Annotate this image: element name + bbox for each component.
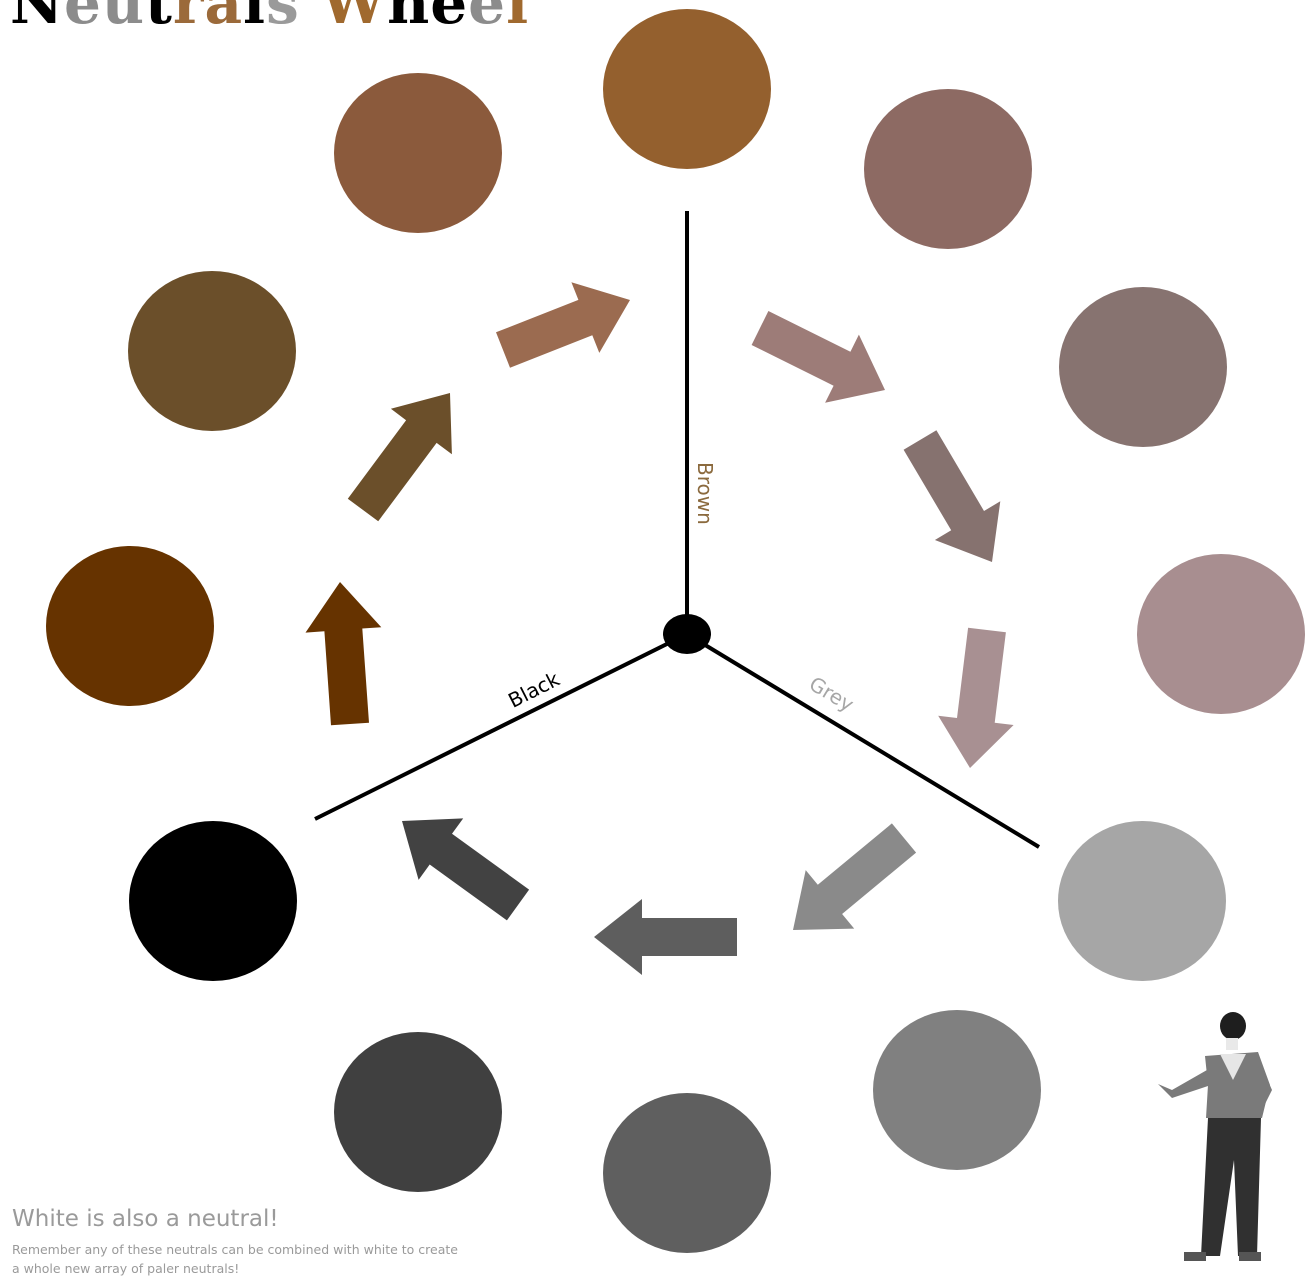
brown-axis-label: Brown [693, 462, 717, 525]
axes [315, 211, 1039, 847]
black-axis [315, 634, 687, 819]
swatch-olive-brown [128, 271, 296, 431]
black-axis-label: Black [504, 667, 563, 713]
swatch-grey-darker [334, 1032, 502, 1192]
swatch-grey-dark [603, 1093, 771, 1253]
axis-hub [663, 614, 711, 654]
footer-heading: White is also a neutral! [12, 1206, 279, 1232]
swatch-grey-light [1058, 821, 1226, 981]
arrow-3 [904, 430, 1001, 562]
arrow-4 [938, 628, 1013, 768]
swatch-brown-red [334, 73, 502, 233]
arrow-9 [348, 393, 452, 521]
swatch-black [129, 821, 297, 981]
swatch-dark-brown [46, 546, 214, 706]
swatch-mauve-2 [1059, 287, 1227, 447]
swatch-mauve-3 [1137, 554, 1305, 714]
arrow-6 [594, 899, 737, 975]
arrow-5 [793, 823, 916, 930]
arrow-2 [752, 311, 885, 403]
swatch-mauve-1 [864, 89, 1032, 249]
arrows [306, 282, 1014, 975]
swatch-grey-mid [873, 1010, 1041, 1170]
footer-body: Remember any of these neutrals can be co… [12, 1240, 462, 1278]
swatch-brown-top [603, 9, 771, 169]
arrow-7 [402, 818, 529, 920]
arrow-1 [496, 282, 630, 368]
arrow-8 [306, 582, 382, 725]
presenter-figure-icon [1158, 1012, 1272, 1261]
